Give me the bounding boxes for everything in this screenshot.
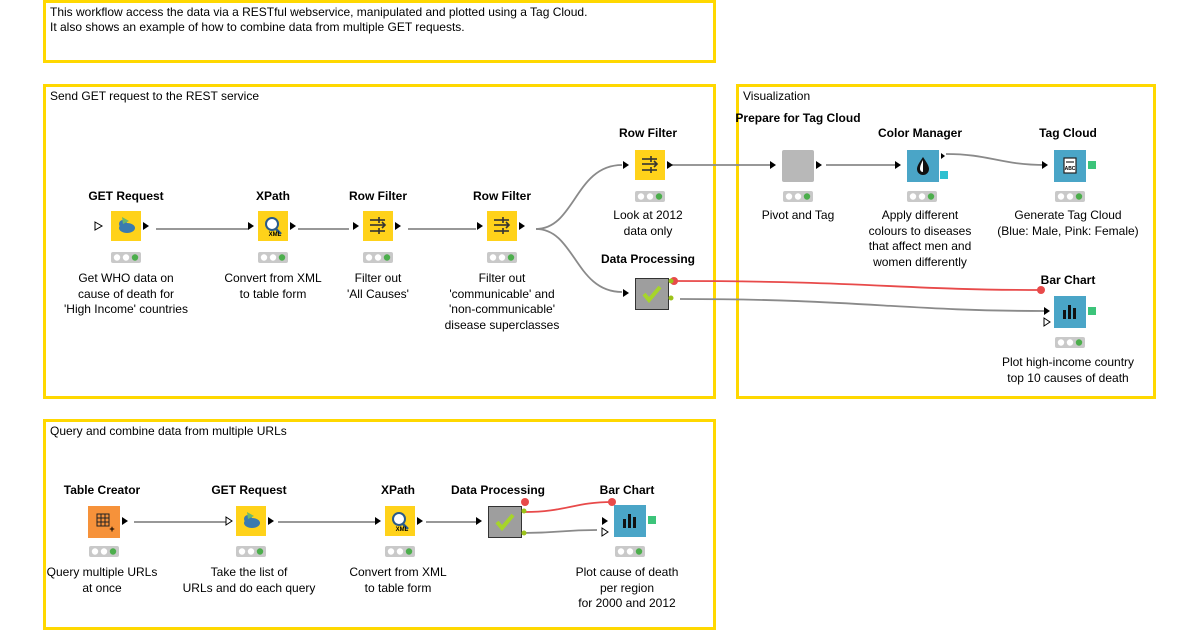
node-status-lights: [487, 252, 517, 263]
node-title: GET Request: [211, 483, 287, 497]
node-description: Filter out 'All Causes': [347, 271, 409, 301]
flow-variable-port[interactable]: [1037, 286, 1045, 294]
row-filter-icon[interactable]: [353, 211, 401, 241]
node-status-lights: [111, 252, 141, 263]
svg-text:+: +: [109, 524, 114, 534]
node-description: Convert from XML to table form: [224, 271, 322, 301]
row-filter-icon[interactable]: [623, 150, 673, 180]
annotation-query-combine-text: Query and combine data from multiple URL…: [50, 424, 287, 438]
node-title: Row Filter: [348, 189, 407, 203]
node-description: Get WHO data on cause of death for 'High…: [64, 271, 188, 316]
metanode-check-icon[interactable]: [623, 278, 674, 310]
xpath-xml-icon[interactable]: XML: [248, 211, 296, 241]
node-description: Apply different colours to diseases that…: [868, 208, 972, 269]
node-status-lights: [236, 546, 266, 557]
annotation-intro-text: This workflow access the data via a REST…: [50, 5, 588, 34]
flow-variable-port[interactable]: [608, 498, 616, 506]
node-status-lights: [615, 546, 645, 557]
svg-text:ABC: ABC: [1065, 166, 1076, 172]
node-title: XPath: [255, 189, 290, 203]
node-status-lights: [385, 546, 415, 557]
node-title: Color Manager: [877, 126, 962, 140]
annotation-query-combine: Query and combine data from multiple URL…: [43, 419, 716, 630]
node-description: Pivot and Tag: [761, 208, 835, 222]
node-description: Filter out 'communicable' and 'non-commu…: [444, 271, 560, 332]
annotation-send-get-text: Send GET request to the REST service: [50, 89, 259, 103]
node-description: Convert from XML to table form: [349, 565, 447, 595]
node-description: Look at 2012 data only: [613, 208, 683, 238]
node-title: XPath: [380, 483, 415, 497]
rest-get-icon[interactable]: [225, 506, 274, 536]
node-status-lights: [1055, 191, 1085, 202]
node-title: Tag Cloud: [1039, 126, 1097, 140]
annotation-intro: This workflow access the data via a REST…: [43, 0, 716, 63]
flow-variable-port[interactable]: [521, 498, 529, 506]
table-creator-icon[interactable]: +: [88, 506, 128, 538]
rest-get-icon[interactable]: [94, 211, 149, 241]
row-filter-icon[interactable]: [477, 211, 525, 241]
tag-cloud-icon[interactable]: ABC: [1042, 150, 1096, 182]
node-title: Prepare for Tag Cloud: [735, 111, 861, 125]
node-description: Plot cause of death per region for 2000 …: [575, 565, 679, 610]
annotation-visualization-text: Visualization: [743, 89, 811, 103]
node-title: Row Filter: [618, 126, 677, 140]
node-description: Generate Tag Cloud (Blue: Male, Pink: Fe…: [997, 208, 1139, 238]
color-drop-icon[interactable]: [895, 150, 948, 182]
annotation-visualization: Visualization: [736, 84, 1156, 399]
node-title: Bar Chart: [599, 483, 655, 497]
node-status-lights: [907, 191, 937, 202]
bar-chart-icon[interactable]: [601, 505, 656, 537]
connection-wire[interactable]: [535, 228, 623, 293]
node-title: Bar Chart: [1040, 273, 1096, 287]
node-title: GET Request: [88, 189, 164, 203]
svg-text:XML: XML: [396, 527, 409, 533]
xpath-xml-icon[interactable]: XML: [375, 506, 423, 536]
node-status-lights: [89, 546, 119, 557]
connection-wire[interactable]: [535, 164, 623, 230]
node-description: Take the list of URLs and do each query: [182, 565, 316, 595]
node-title: Table Creator: [63, 483, 141, 497]
node-title: Data Processing: [600, 252, 696, 266]
connection-wire[interactable]: [679, 298, 1047, 312]
metanode-icon[interactable]: [770, 150, 822, 182]
connection-wire[interactable]: [522, 529, 598, 534]
metanode-check-icon[interactable]: [476, 506, 527, 538]
node-status-lights: [258, 252, 288, 263]
node-title: Row Filter: [472, 189, 531, 203]
node-description: Plot high-income country top 10 causes o…: [1001, 355, 1135, 385]
node-status-lights: [1055, 337, 1085, 348]
node-status-lights: [635, 191, 665, 202]
connection-wire[interactable]: [945, 153, 1047, 166]
bar-chart-icon[interactable]: [1043, 296, 1096, 328]
node-status-lights: [363, 252, 393, 263]
node-status-lights: [783, 191, 813, 202]
node-description: Query multiple URLs at once: [46, 565, 158, 595]
flow-variable-wire[interactable]: [673, 280, 1042, 291]
svg-text:XML: XML: [269, 232, 282, 238]
flow-variable-wire[interactable]: [524, 501, 613, 513]
annotation-send-get: Send GET request to the REST service: [43, 84, 716, 399]
node-title: Data Processing: [450, 483, 546, 497]
